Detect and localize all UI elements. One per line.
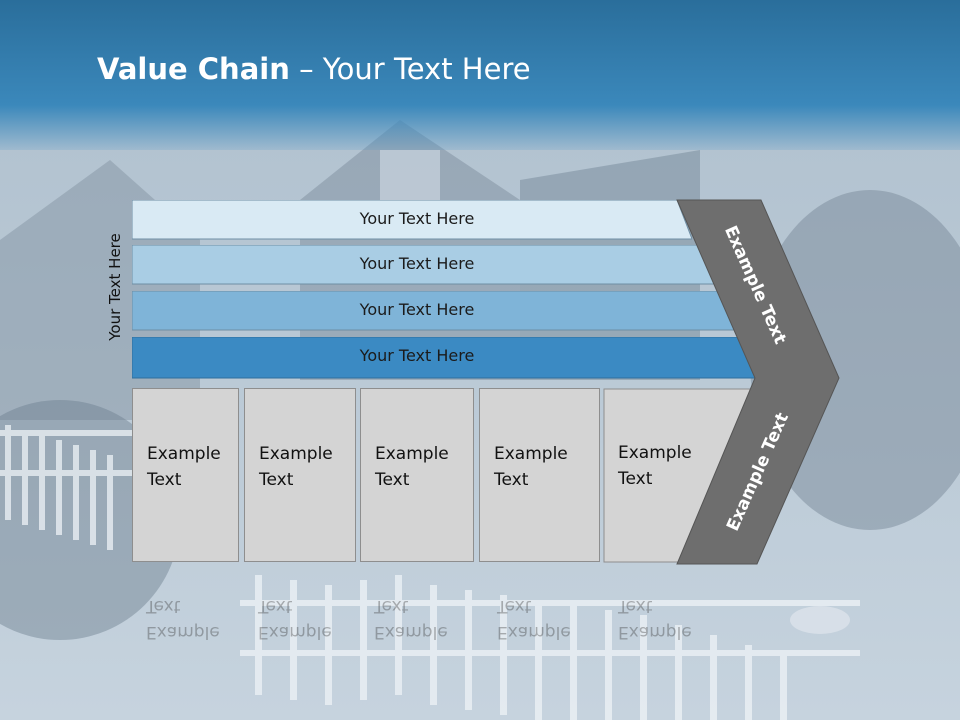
bar-2-label: Your Text Here	[359, 254, 475, 273]
title-rest: – Your Text Here	[289, 52, 531, 86]
page-title: Value Chain – Your Text Here	[97, 52, 531, 86]
chevron-arrow	[676, 199, 840, 565]
activity-box-1-label: Example Text	[147, 444, 221, 490]
activity-box-4: Example Text	[479, 388, 600, 562]
activity-box-2-label: Example Text	[259, 444, 333, 490]
activity-box-5-label: Example Text	[618, 443, 692, 489]
activity-box-3-label: Example Text	[375, 444, 449, 490]
reflection-text-5: Example Text	[618, 596, 692, 642]
reflection-text-4: Example Text	[497, 596, 571, 642]
activity-box-1: Example Text	[132, 388, 239, 562]
bar-3-label: Your Text Here	[359, 300, 475, 319]
reflection-text-3: Example Text	[374, 596, 448, 642]
activity-box-4-label: Example Text	[494, 444, 568, 490]
title-band	[0, 0, 960, 150]
bar-4-label: Your Text Here	[359, 346, 475, 365]
diagram-reflection: Example Text Example Text Example Text E…	[132, 565, 772, 715]
reflection-text-2: Example Text	[258, 596, 332, 642]
reflection-text-1: Example Text	[146, 596, 220, 642]
side-label: Your Text Here	[106, 233, 124, 341]
activity-box-3: Example Text	[360, 388, 474, 562]
bar-1-label: Your Text Here	[359, 209, 475, 228]
activity-box-2: Example Text	[244, 388, 356, 562]
title-bold: Value Chain	[97, 52, 290, 86]
